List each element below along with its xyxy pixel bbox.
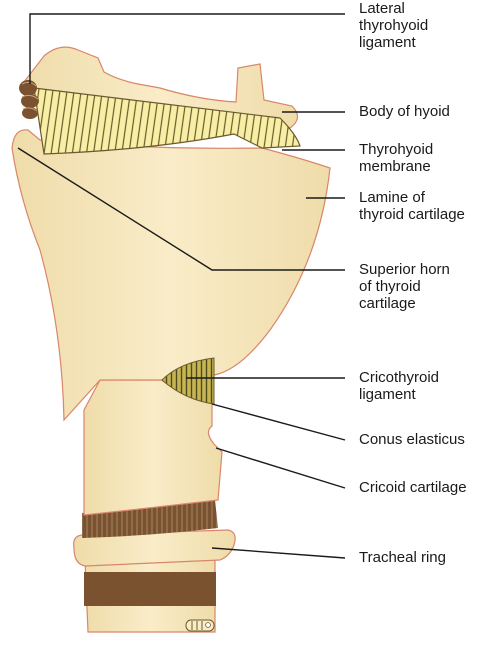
leader-conus-elasticus bbox=[212, 404, 345, 440]
label-thyrohyoid-membrane: Thyrohyoid membrane bbox=[359, 141, 433, 175]
leader-cricoid-cartilage bbox=[216, 448, 345, 488]
label-lamine-of-thyroid-cartilage: Lamine of thyroid cartilage bbox=[359, 189, 465, 223]
lateral-thyrohyoid-ligament-shape bbox=[19, 80, 39, 119]
tracheal-band-lower bbox=[84, 572, 216, 606]
label-lateral-thyrohyoid-ligament: Lateral thyrohyoid ligament bbox=[359, 0, 428, 51]
label-superior-horn: Superior horn of thyroid cartilage bbox=[359, 261, 450, 312]
label-tracheal-ring: Tracheal ring bbox=[359, 549, 446, 566]
small-opening-dot bbox=[206, 623, 211, 628]
label-cricothyroid-ligament: Cricothyroid ligament bbox=[359, 369, 439, 403]
leader-tracheal-ring bbox=[212, 548, 345, 558]
label-conus-elasticus: Conus elasticus bbox=[359, 431, 465, 448]
label-body-of-hyoid: Body of hyoid bbox=[359, 103, 450, 120]
label-cricoid-cartilage: Cricoid cartilage bbox=[359, 479, 467, 496]
